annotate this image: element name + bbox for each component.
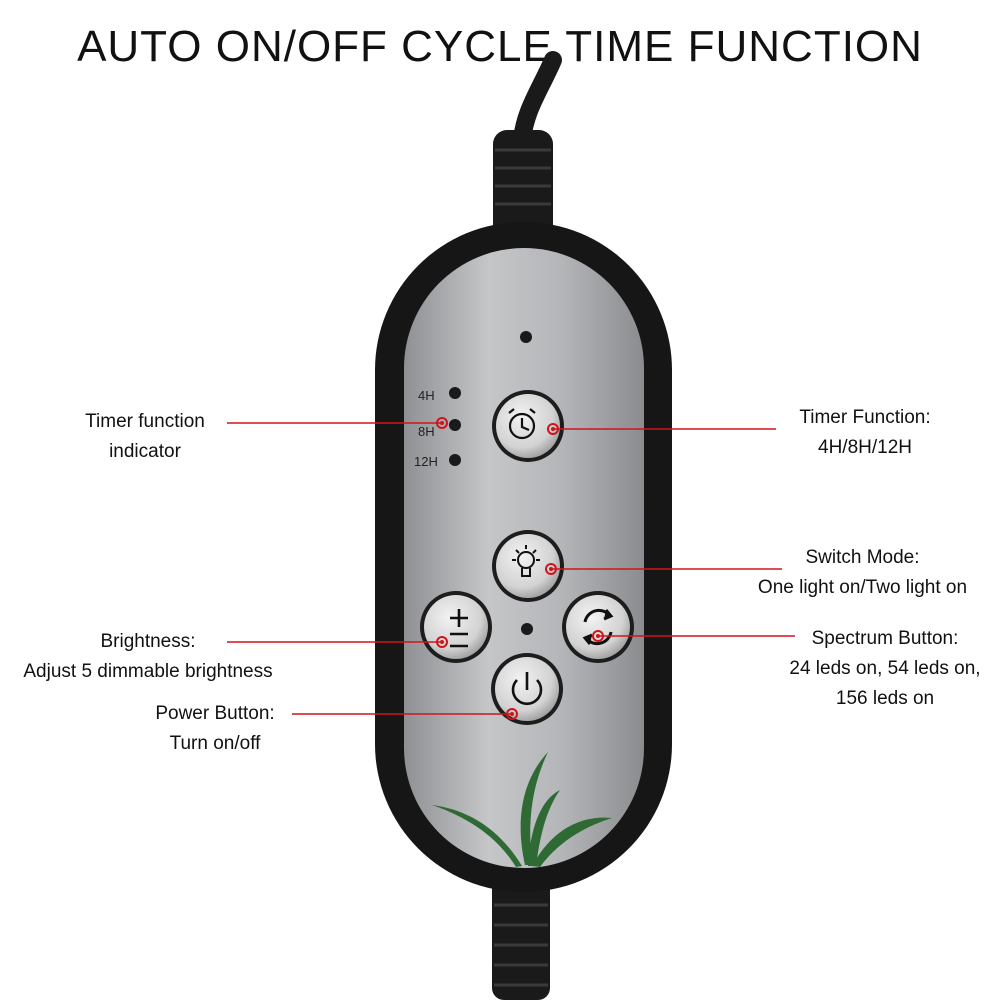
callout-markers bbox=[436, 417, 604, 720]
callout-text: 156 leds on bbox=[835, 688, 935, 709]
callout-text: 24 leds on, 54 leds on, bbox=[789, 658, 981, 679]
callout-switch-mode: Switch Mode: One light on/Two light on bbox=[735, 543, 990, 603]
indicator-label-4h: 4H bbox=[418, 388, 435, 403]
brightness-button[interactable] bbox=[420, 591, 492, 663]
alarm-clock-icon bbox=[508, 408, 536, 440]
indicator-label-12h: 12H bbox=[414, 454, 438, 469]
power-button[interactable] bbox=[491, 653, 563, 725]
callout-text: Power Button: bbox=[155, 703, 275, 724]
callout-text: Brightness: bbox=[100, 631, 196, 652]
callout-text: Turn on/off bbox=[169, 733, 261, 754]
cable-top bbox=[493, 51, 562, 240]
callout-text: 4H/8H/12H bbox=[818, 437, 912, 458]
light-bulb-icon bbox=[512, 545, 540, 577]
callout-text: indicator bbox=[109, 441, 181, 462]
callout-brightness: Brightness: Adjust 5 dimmable brightness bbox=[0, 627, 296, 687]
page-title: AUTO ON/OFF CYCLE TIME FUNCTION bbox=[77, 22, 923, 71]
center-led bbox=[521, 623, 533, 635]
plus-minus-icon bbox=[450, 609, 468, 648]
callout-text: One light on/Two light on bbox=[757, 577, 968, 598]
callout-text: Switch Mode: bbox=[805, 547, 920, 568]
callout-text: Spectrum Button: bbox=[811, 628, 959, 649]
callout-text: Timer function bbox=[85, 411, 205, 432]
callout-spectrum: Spectrum Button: 24 leds on, 54 leds on,… bbox=[770, 624, 1000, 714]
callout-lines bbox=[227, 422, 795, 715]
timer-button[interactable] bbox=[492, 390, 564, 462]
spectrum-button[interactable] bbox=[562, 591, 634, 663]
callout-timer-function: Timer Function: 4H/8H/12H bbox=[770, 403, 960, 463]
callout-text: Adjust 5 dimmable brightness bbox=[23, 661, 273, 682]
callout-timer-indicator: Timer function indicator bbox=[60, 407, 230, 467]
power-icon bbox=[511, 672, 543, 706]
indicator-label-8h: 8H bbox=[418, 424, 435, 439]
status-led bbox=[520, 331, 532, 343]
mode-button[interactable] bbox=[492, 530, 564, 602]
grass-leaf-icon bbox=[432, 752, 612, 867]
timer-indicator-leds: 4H 8H 12H bbox=[414, 387, 461, 469]
callout-power: Power Button: Turn on/off bbox=[130, 699, 300, 759]
cable-bottom bbox=[492, 870, 550, 1000]
callout-text: Timer Function: bbox=[799, 407, 931, 428]
